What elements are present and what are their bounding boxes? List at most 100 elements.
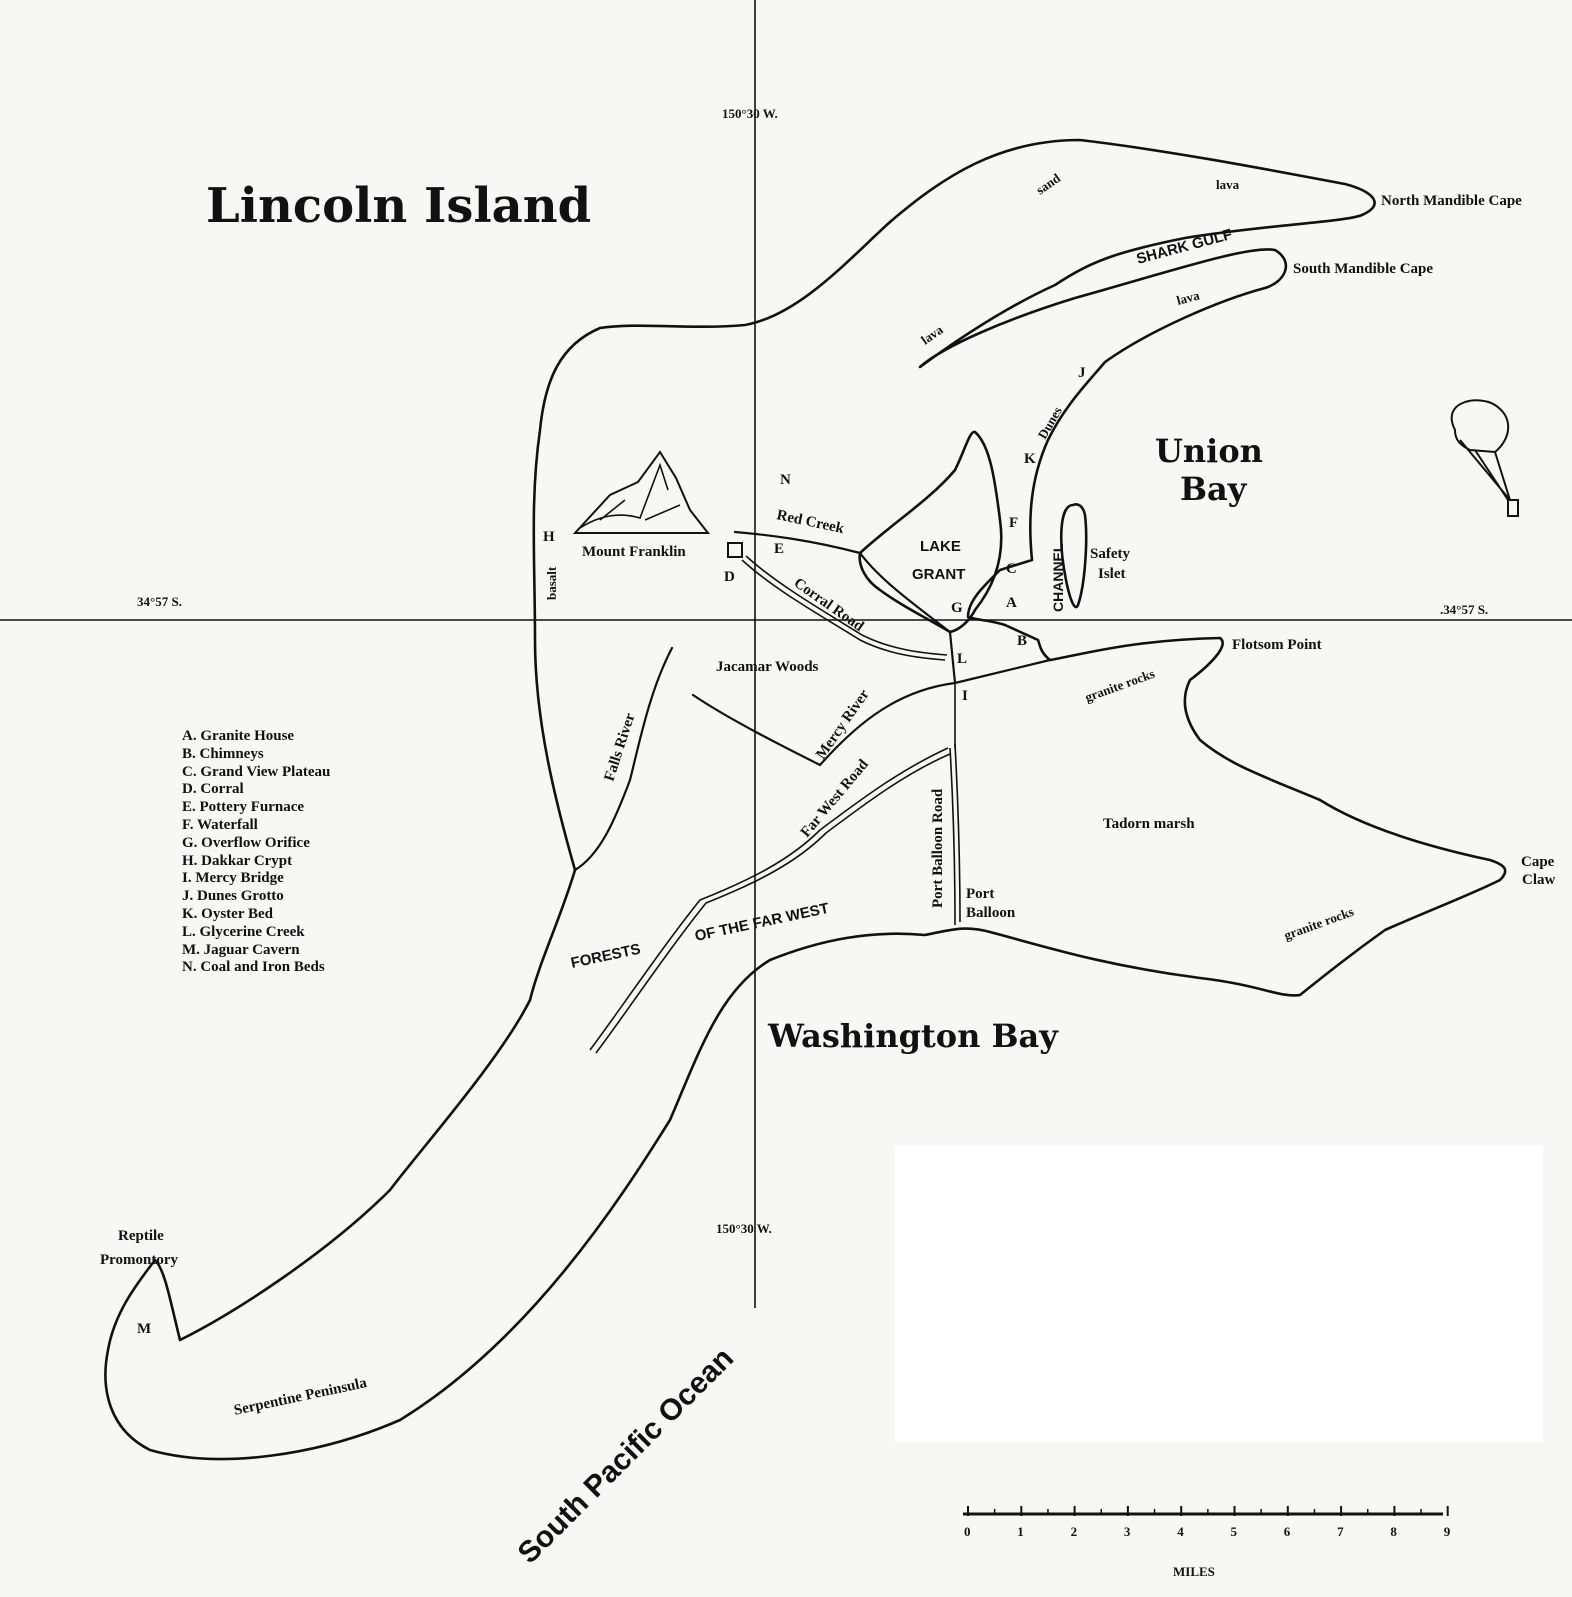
- lava-north-label: lava: [1216, 177, 1240, 192]
- far-west-road: [589, 747, 949, 1051]
- legend-item: K. Oyster Bed: [182, 905, 273, 922]
- safety-islet-label-1: Safety: [1090, 546, 1130, 562]
- falls-river-label: Falls River: [602, 711, 639, 783]
- red-creek-label: Red Creek: [775, 507, 846, 537]
- north-mandible-cape-label: North Mandible Cape: [1381, 193, 1522, 209]
- mount-franklin-icon: [572, 450, 711, 534]
- serpentine-peninsula-label: Serpentine Peninsula: [233, 1375, 369, 1419]
- legend-item: L. Glycerine Creek: [182, 923, 305, 940]
- legend-item: C. Grand View Plateau: [182, 763, 331, 780]
- marker-k: K: [1024, 451, 1036, 467]
- scale-unit-label: MILES: [1173, 1564, 1215, 1579]
- mount-franklin-label: Mount Franklin: [582, 544, 686, 560]
- map-title: Lincoln Island: [206, 178, 591, 234]
- washington-bay-label: Washington Bay: [767, 1017, 1059, 1055]
- legend-item: J. Dunes Grotto: [182, 888, 284, 905]
- granite-rocks-south-label: granite rocks: [1282, 904, 1356, 943]
- port-balloon-road-label: Port Balloon Road: [930, 788, 946, 908]
- union-bay-label-2: Bay: [1180, 470, 1248, 508]
- lava-south-label: lava: [1175, 287, 1202, 308]
- cape-claw-label-1: Cape: [1521, 854, 1555, 870]
- scale-tick-label: 2: [1071, 1524, 1078, 1539]
- legend-item: A. Granite House: [182, 728, 295, 744]
- scale-tick-label: 6: [1284, 1524, 1291, 1539]
- shark-gulf-label: SHARK GULF: [1135, 226, 1234, 268]
- scale-tick-label: 1: [1017, 1524, 1024, 1539]
- south-pacific-ocean-label: South Pacific Ocean: [512, 1341, 740, 1569]
- marker-e: E: [774, 541, 784, 557]
- safety-islet-outline: [1059, 503, 1088, 609]
- lake-grant-label-1: LAKE: [920, 538, 961, 555]
- corral-road: [741, 559, 946, 661]
- reptile-promontory-label-2: Promontory: [100, 1252, 179, 1268]
- corral-marker-box: [727, 542, 743, 558]
- latitude-right-label: .34°57 S.: [1440, 602, 1488, 617]
- scale-tick-label: 3: [1124, 1524, 1131, 1539]
- marker-h: H: [543, 529, 555, 545]
- red-creek-line: [733, 530, 952, 634]
- forests-label: FORESTS: [569, 941, 642, 972]
- corral-road-label: Corral Road: [791, 575, 867, 635]
- legend-item: B. Chimneys: [182, 745, 264, 762]
- legend-item: F. Waterfall: [182, 816, 258, 833]
- far-west-road-inner: [595, 753, 951, 1054]
- mount-franklin-shading: [579, 462, 681, 529]
- blank-panel: [895, 1145, 1543, 1442]
- marker-a: A: [1006, 595, 1017, 611]
- reptile-promontory-label-1: Reptile: [118, 1228, 164, 1244]
- port-balloon-road-inner: [954, 743, 961, 923]
- marker-i: I: [962, 688, 968, 704]
- mercy-river-label: Mercy River: [813, 687, 873, 763]
- marker-l: L: [957, 651, 967, 667]
- marker-g: G: [951, 600, 963, 616]
- scale-tick-label: 8: [1390, 1524, 1397, 1539]
- marker-c: C: [1006, 561, 1017, 577]
- lava-west-label: lava: [918, 322, 946, 348]
- legend-item: D. Corral: [182, 781, 244, 798]
- port-balloon-road: [949, 747, 956, 926]
- mercy-river-line: [691, 658, 1052, 767]
- marker-b: B: [1017, 633, 1027, 649]
- scale-tick-label: 5: [1231, 1524, 1238, 1539]
- island-coastline: [104, 138, 1507, 1461]
- jacamar-woods-label: Jacamar Woods: [716, 659, 819, 675]
- far-west-road-label: Far West Road: [798, 756, 872, 840]
- overflow-line: [948, 630, 957, 685]
- legend-item: N. Coal and Iron Beds: [182, 959, 325, 976]
- marker-d: D: [724, 569, 735, 585]
- legend-item: E. Pottery Furnace: [182, 799, 305, 816]
- balloon-icon: [1450, 399, 1519, 517]
- scale-tick-label: 7: [1337, 1524, 1344, 1539]
- latitude-left-label: 34°57 S.: [137, 594, 182, 609]
- port-balloon-label-1: Port: [966, 886, 994, 902]
- legend-item: G. Overflow Orifice: [182, 834, 310, 851]
- safety-islet-label-2: Islet: [1098, 566, 1126, 582]
- marker-j: J: [1078, 365, 1086, 381]
- falls-river-line: [573, 646, 674, 872]
- legend-item: M. Jaguar Cavern: [182, 941, 300, 958]
- corral-road-inner: [745, 555, 948, 656]
- scale-tick-label: 4: [1177, 1524, 1184, 1539]
- channel-label: CHANNEL: [1050, 543, 1066, 612]
- of-the-far-west-label: OF THE FAR WEST: [693, 900, 830, 945]
- south-mandible-cape-label: South Mandible Cape: [1293, 261, 1433, 277]
- cape-claw-label-2: Claw: [1522, 872, 1556, 888]
- longitude-top-label: 150°30 W.: [722, 106, 778, 121]
- dunes-label: Dunes: [1035, 404, 1065, 442]
- scale-tick-label: 9: [1444, 1524, 1451, 1539]
- longitude-bottom-label: 150°30 W.: [716, 1221, 772, 1236]
- port-balloon-label-2: Balloon: [966, 905, 1016, 921]
- marker-n: N: [780, 472, 791, 488]
- legend-item: I. Mercy Bridge: [182, 870, 284, 887]
- tadorn-marsh-label: Tadorn marsh: [1103, 816, 1195, 832]
- sand-label: sand: [1033, 170, 1064, 198]
- legend-item: H. Dakkar Crypt: [182, 852, 293, 869]
- marker-m: M: [137, 1321, 151, 1337]
- lake-grant-label-2: GRANT: [912, 566, 965, 583]
- union-bay-label-1: Union: [1155, 432, 1263, 470]
- marker-f: F: [1009, 515, 1018, 531]
- basalt-label: basalt: [544, 566, 559, 600]
